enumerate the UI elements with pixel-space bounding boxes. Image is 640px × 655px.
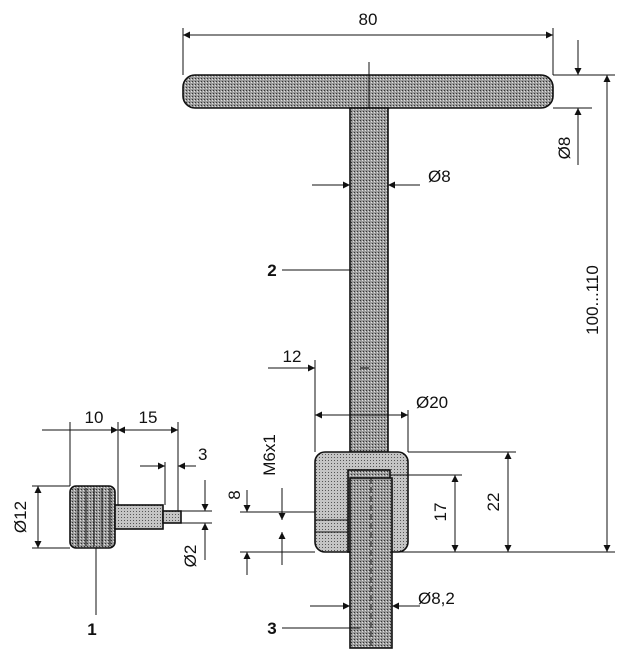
socket-tube <box>349 477 393 649</box>
dim-tip-diameter: Ø2 <box>181 545 200 568</box>
dim-tip-length: 3 <box>198 445 207 464</box>
knurled-screw <box>69 485 182 549</box>
part-labels: 2 1 3 <box>87 261 276 639</box>
screw-knob <box>69 485 116 549</box>
screw-tip <box>162 510 182 524</box>
dim-knob-diameter: Ø12 <box>11 501 30 533</box>
label-part-2: 2 <box>267 261 276 280</box>
knurl-lines <box>77 488 111 546</box>
dim-thread-8: 8 <box>225 490 244 499</box>
dim-bore-diameter: Ø8,2 <box>418 589 455 608</box>
dim-knob-length: 10 <box>85 408 104 427</box>
t-handle <box>182 62 554 453</box>
label-part-3: 3 <box>267 619 276 638</box>
dim-shaft-diameter: Ø8 <box>428 167 451 186</box>
dim-offset-12: 12 <box>283 347 302 366</box>
dimension-texts: 80 Ø8 Ø8 100...110 12 Ø20 M6x1 8 17 22 Ø… <box>11 10 602 608</box>
handle-shaft <box>349 107 389 453</box>
dim-head-height: 22 <box>484 493 503 512</box>
dim-overall-height: 100...110 <box>583 265 602 335</box>
dim-head-diameter: Ø20 <box>416 393 448 412</box>
dim-handle-diameter: Ø8 <box>555 137 574 160</box>
dim-depth-17: 17 <box>431 503 450 522</box>
handle-crossbar <box>182 74 554 109</box>
dimension-lines <box>32 28 615 629</box>
label-part-1: 1 <box>87 620 96 639</box>
dim-handle-length: 80 <box>359 10 378 29</box>
screw-stem <box>114 504 164 530</box>
dim-thread: M6x1 <box>260 434 279 476</box>
dim-stem-length: 15 <box>139 408 158 427</box>
